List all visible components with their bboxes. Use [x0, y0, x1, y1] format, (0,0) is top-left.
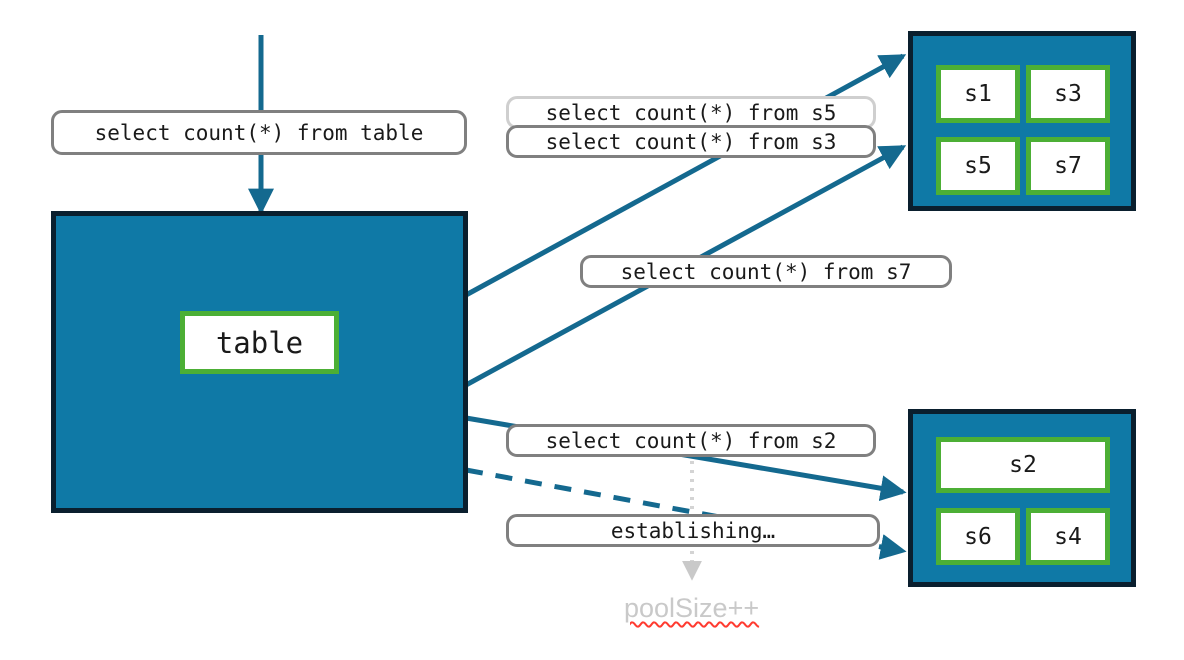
poolsize-increment-text: poolSize++: [624, 593, 760, 623]
cell-s1[interactable]: s1: [936, 65, 1020, 123]
cell-s5[interactable]: s5: [936, 137, 1020, 195]
cell-s7[interactable]: s7: [1026, 137, 1110, 195]
poolsize-increment-annotation: poolSize++: [624, 593, 759, 624]
query-label-table-text: select count(*) from table: [94, 120, 424, 145]
query-label-s2-text: select count(*) from s2: [545, 428, 837, 453]
cell-s2[interactable]: s2: [936, 437, 1110, 493]
cell-s6-label: s6: [964, 523, 992, 550]
query-label-s3-text: select count(*) from s3: [545, 129, 837, 154]
query-label-s5-text: select count(*) from s5: [545, 100, 837, 125]
query-label-s3[interactable]: select count(*) from s3: [506, 125, 876, 158]
cell-table[interactable]: table: [180, 311, 339, 374]
cell-s3-label: s3: [1054, 81, 1082, 107]
cell-s1-label: s1: [964, 81, 992, 107]
cell-s7-label: s7: [1054, 153, 1082, 179]
cell-s3[interactable]: s3: [1026, 65, 1110, 123]
query-label-table[interactable]: select count(*) from table: [51, 110, 467, 155]
cell-table-label: table: [215, 325, 304, 360]
query-label-s7-text: select count(*) from s7: [620, 259, 912, 284]
cell-s2-label: s2: [1009, 452, 1037, 478]
cell-s4[interactable]: s4: [1026, 508, 1110, 565]
cell-s6[interactable]: s6: [936, 508, 1020, 565]
query-label-s7[interactable]: select count(*) from s7: [580, 255, 952, 288]
cell-s4-label: s4: [1054, 523, 1082, 550]
cell-s5-label: s5: [964, 153, 992, 179]
status-label-establishing[interactable]: establishing…: [506, 514, 880, 547]
status-label-establishing-text: establishing…: [610, 518, 776, 543]
query-label-s2[interactable]: select count(*) from s2: [506, 424, 876, 457]
